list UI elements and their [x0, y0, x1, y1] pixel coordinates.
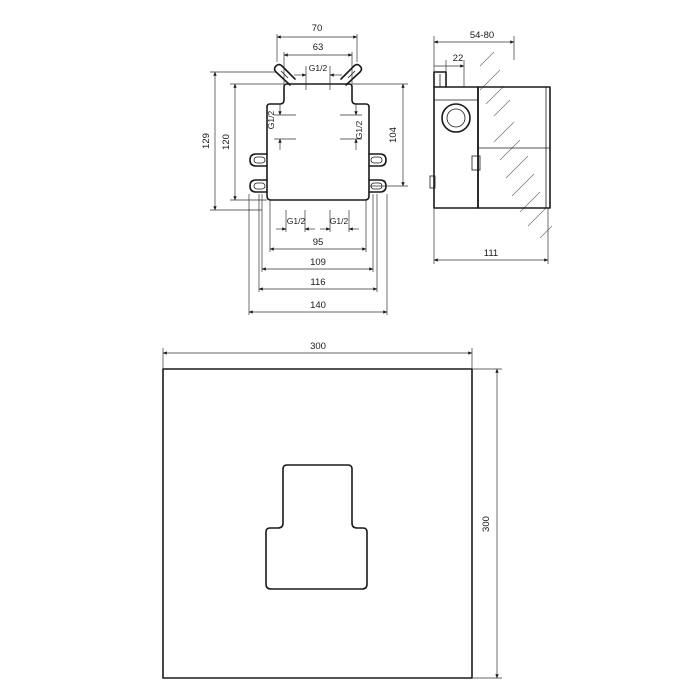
dim-104-label: 104 — [388, 127, 399, 143]
side-top-bracket — [433, 71, 447, 88]
dim-95-label: 95 — [313, 237, 324, 248]
dim-thread-right-label: G1/2 — [354, 121, 364, 140]
cover-plate-view: 300 300 — [162, 341, 502, 679]
dim-129: 129 — [201, 71, 275, 211]
dim-116: 116 — [258, 194, 378, 292]
dim-140: 140 — [248, 194, 388, 315]
left-lower-ear — [249, 179, 268, 193]
dim-140-label: 140 — [310, 300, 326, 311]
dim-300-width: 300 — [162, 341, 473, 369]
top-left-ear — [273, 63, 296, 86]
box-body-outline — [266, 83, 370, 201]
right-upper-ear — [368, 153, 387, 167]
cover-plate-cutout — [265, 464, 368, 590]
dim-63: 63 — [283, 42, 353, 84]
dim-111-label: 111 — [484, 248, 498, 259]
dim-thread-bottom-right-label: G1/2 — [330, 216, 349, 226]
dim-22: 22 — [434, 53, 465, 87]
top-right-ear — [340, 63, 363, 86]
dim-129-label: 129 — [201, 133, 212, 149]
dim-thread-bottom-right: G1/2 — [320, 210, 359, 232]
front-view: 70 63 G1/2 G1/2 — [201, 23, 408, 315]
dim-116-label: 116 — [310, 277, 325, 288]
side-port-outer — [441, 103, 471, 133]
dim-thread-top-label: G1/2 — [309, 63, 328, 73]
side-view: 54-80 22 111 — [429, 30, 553, 264]
dim-54-80-label: 54-80 — [470, 30, 494, 41]
dim-109-label: 109 — [310, 257, 326, 268]
dim-63-label: 63 — [313, 42, 324, 53]
dim-thread-bottom-left: G1/2 — [276, 210, 315, 232]
dim-thread-bottom-left-label: G1/2 — [287, 216, 306, 226]
dim-120-label: 120 — [221, 134, 232, 150]
dim-thread-left: G1/2 — [266, 104, 296, 150]
wall-hatching — [479, 51, 553, 239]
cover-plate-outline — [162, 368, 473, 679]
side-front-plate — [477, 86, 551, 209]
dim-109: 109 — [261, 194, 374, 272]
dim-111: 111 — [433, 208, 549, 264]
dim-22-label: 22 — [453, 53, 464, 64]
dim-thread-left-label: G1/2 — [266, 111, 276, 130]
dim-thread-right: G1/2 — [340, 104, 364, 150]
dim-300-height-label: 300 — [481, 516, 492, 532]
dim-thread-top: G1/2 — [294, 63, 342, 90]
dim-95: 95 — [269, 200, 367, 252]
dim-70: 70 — [276, 23, 358, 62]
dim-70-label: 70 — [312, 23, 323, 34]
left-upper-ear — [249, 153, 268, 167]
side-box-body — [433, 86, 479, 209]
side-port-inner — [446, 108, 466, 128]
dim-300-width-label: 300 — [310, 341, 326, 352]
dim-120: 120 — [221, 83, 284, 201]
dim-104: 104 — [352, 83, 408, 187]
dim-300-height: 300 — [472, 368, 502, 679]
